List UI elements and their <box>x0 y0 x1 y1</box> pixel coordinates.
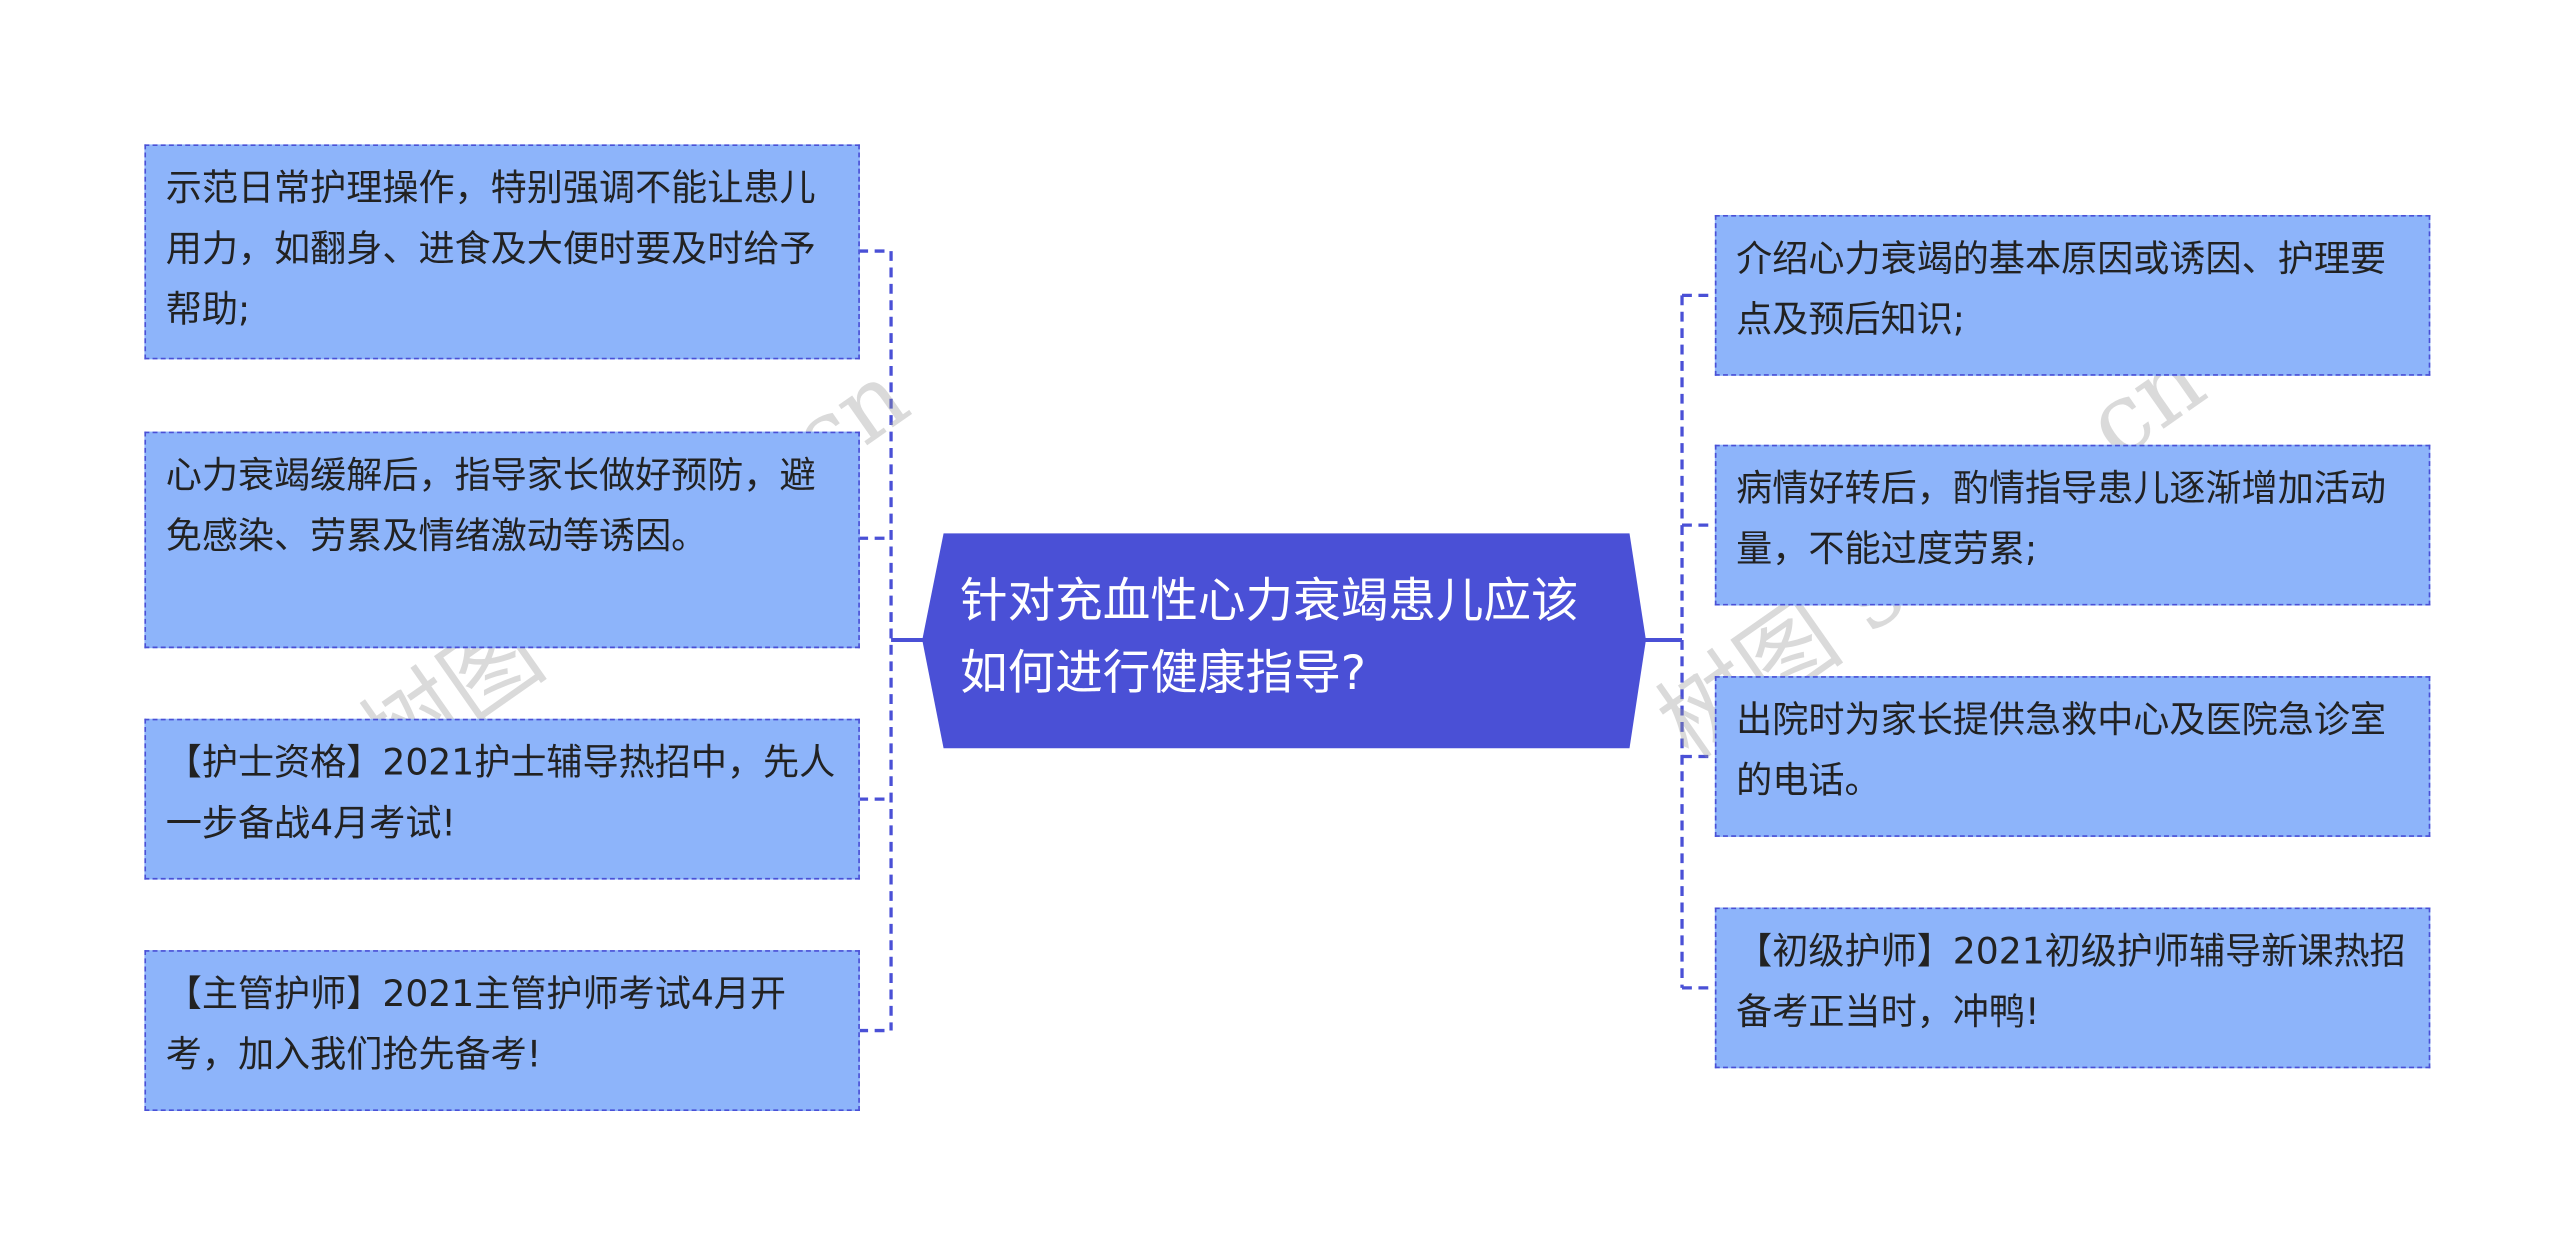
right-node-2[interactable]: 病情好转后，酌情指导患儿逐渐增加活动量，不能过度劳累; <box>1714 444 2431 606</box>
right-node-3[interactable]: 出院时为家长提供急救中心及医院急诊室的电话。 <box>1714 676 2431 837</box>
left-node-4[interactable]: 【主管护师】2021主管护师考试4月开考，加入我们抢先备考! <box>144 950 860 1111</box>
left-node-2[interactable]: 心力衰竭缓解后，指导家长做好预防，避免感染、劳累及情绪激动等诱因。 <box>144 431 860 649</box>
left-node-3[interactable]: 【护士资格】2021护士辅导热招中，先人一步备战4月考试! <box>144 718 860 880</box>
left-node-1[interactable]: 示范日常护理操作，特别强调不能让患儿用力，如翻身、进食及大便时要及时给予帮助; <box>144 144 860 360</box>
right-node-1[interactable]: 介绍心力衰竭的基本原因或诱因、护理要点及预后知识; <box>1714 214 2431 376</box>
center-node-title[interactable]: 针对充血性心力衰竭患儿应该如何进行健康指导? <box>959 572 1579 701</box>
center-node-shape <box>922 533 1646 749</box>
right-node-4[interactable]: 【初级护师】2021初级护师辅导新课热招 备考正当时，冲鸭! <box>1714 907 2431 1069</box>
